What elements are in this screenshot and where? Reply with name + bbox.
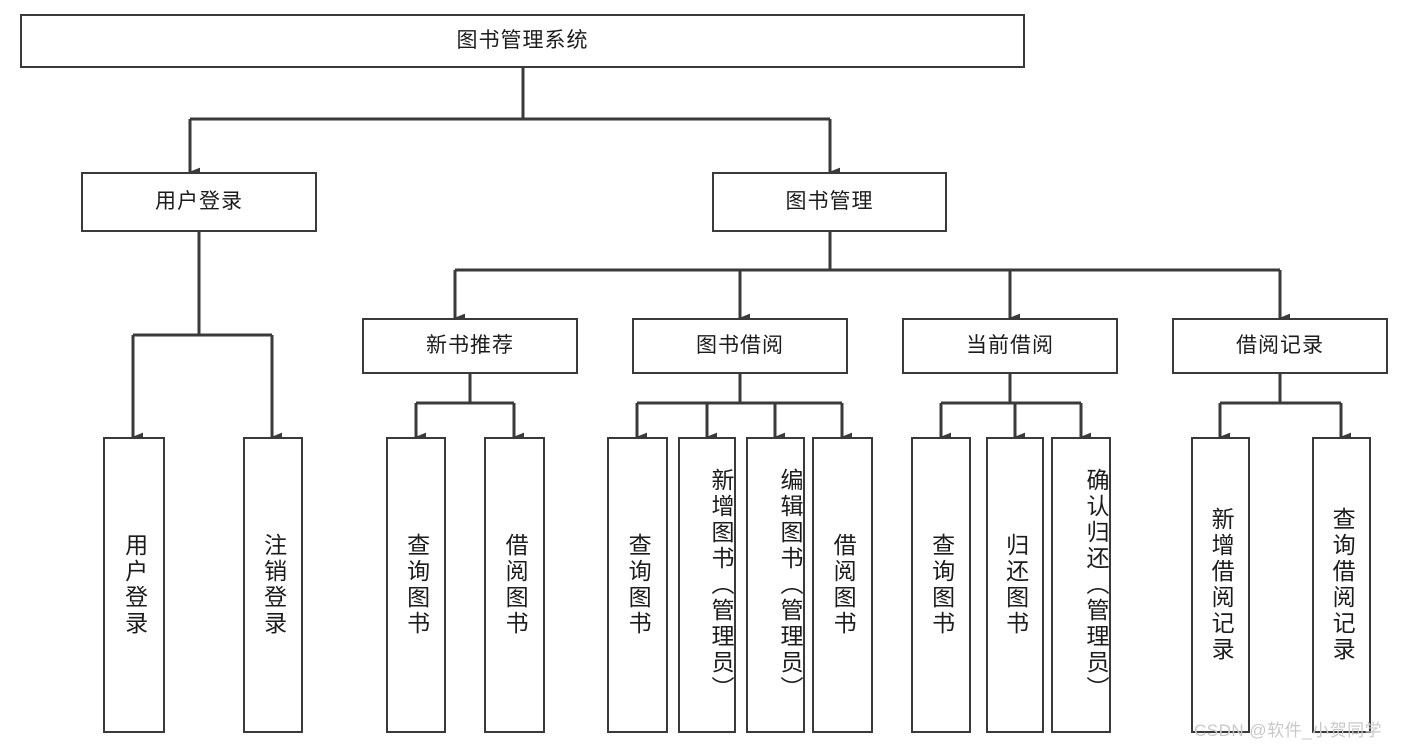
node-label: 注销登录 (260, 533, 287, 637)
node-borrow-record[interactable]: 借阅记录 (1172, 318, 1388, 374)
node-user-login[interactable]: 用户登录 (81, 172, 317, 232)
node-book-manage[interactable]: 图书管理 (712, 172, 947, 232)
node-leaf-edit-book[interactable]: 编辑图书（管理员） (746, 437, 805, 733)
node-label: 借阅图书 (502, 533, 529, 637)
node-label: 查询借阅记录 (1329, 507, 1356, 663)
node-leaf-borrow-book-2[interactable]: 借阅图书 (812, 437, 873, 733)
node-label: 借阅图书 (830, 533, 857, 637)
node-label: 用户登录 (121, 533, 148, 637)
node-book-borrow[interactable]: 图书借阅 (632, 318, 848, 374)
node-leaf-user-login[interactable]: 用户登录 (103, 437, 165, 733)
node-label: 查询图书 (403, 533, 430, 637)
node-leaf-query-record[interactable]: 查询借阅记录 (1312, 437, 1371, 733)
node-label: 图书借阅 (696, 334, 784, 358)
node-leaf-return-book[interactable]: 归还图书 (986, 437, 1044, 733)
node-label: 图书管理系统 (456, 29, 589, 53)
node-label: 编辑图书（管理员） (777, 468, 803, 702)
node-leaf-confirm-return[interactable]: 确认归还（管理员） (1051, 437, 1111, 733)
node-label: 查询图书 (928, 533, 955, 637)
node-root[interactable]: 图书管理系统 (20, 14, 1025, 68)
node-label: 新增图书（管理员） (708, 468, 734, 702)
node-leaf-query-book-3[interactable]: 查询图书 (911, 437, 971, 733)
csdn-watermark: CSDN @软件_小贺同学 (1194, 721, 1383, 740)
node-label: 用户登录 (155, 190, 243, 214)
node-leaf-query-book-2[interactable]: 查询图书 (607, 437, 668, 733)
node-leaf-query-book-1[interactable]: 查询图书 (386, 437, 446, 733)
node-current-borrow[interactable]: 当前借阅 (902, 318, 1118, 374)
node-new-book-recommend[interactable]: 新书推荐 (362, 318, 578, 374)
node-leaf-add-book[interactable]: 新增图书（管理员） (678, 437, 736, 733)
node-leaf-add-record[interactable]: 新增借阅记录 (1191, 437, 1250, 733)
node-label: 归还图书 (1002, 533, 1029, 637)
node-label: 借阅记录 (1236, 334, 1324, 358)
node-label: 当前借阅 (966, 334, 1054, 358)
node-leaf-logout[interactable]: 注销登录 (243, 437, 303, 733)
node-label: 新书推荐 (426, 334, 514, 358)
node-label: 新增借阅记录 (1208, 507, 1235, 663)
node-label: 图书管理 (785, 190, 874, 214)
node-label: 确认归还（管理员） (1083, 468, 1109, 702)
node-leaf-borrow-book-1[interactable]: 借阅图书 (484, 437, 545, 733)
node-label: 查询图书 (625, 533, 652, 637)
